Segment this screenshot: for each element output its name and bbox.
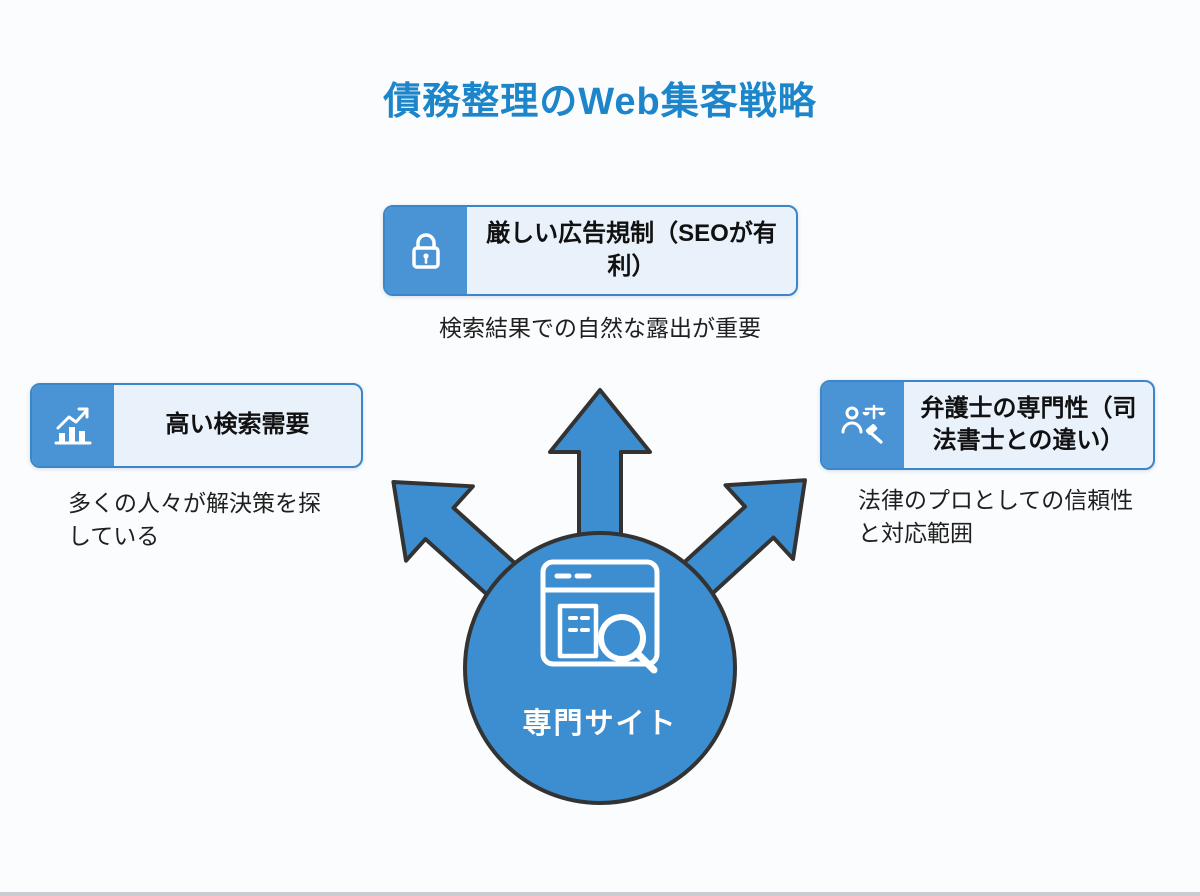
node-title: 弁護士の専門性（司法書士との違い） <box>920 394 1137 454</box>
page-title: 債務整理のWeb集客戦略 <box>383 81 817 123</box>
node-subtitle-ad-regulation: 検索結果での自然な露出が重要 <box>439 315 761 341</box>
site-search-icon <box>540 559 660 674</box>
node-search-demand: 高い検索需要 <box>30 383 363 468</box>
node-subtitle-search-demand: 多くの人々が解決策を探している <box>68 490 321 550</box>
node-title: 高い検索需要 <box>165 411 310 439</box>
node-ad-regulation: 厳しい広告規制（SEOが有利） <box>383 205 798 296</box>
lock-icon <box>385 207 467 294</box>
node-lawyer-expertise: 弁護士の専門性（司法書士との違い） <box>820 380 1155 470</box>
lawyer-icon <box>822 382 904 468</box>
center-node <box>463 531 737 805</box>
node-subtitle-lawyer-expertise: 法律のプロとしての信頼性と対応範囲 <box>858 487 1134 547</box>
chart-icon <box>32 385 114 466</box>
node-title: 厳しい広告規制（SEOが有利） <box>486 220 777 280</box>
